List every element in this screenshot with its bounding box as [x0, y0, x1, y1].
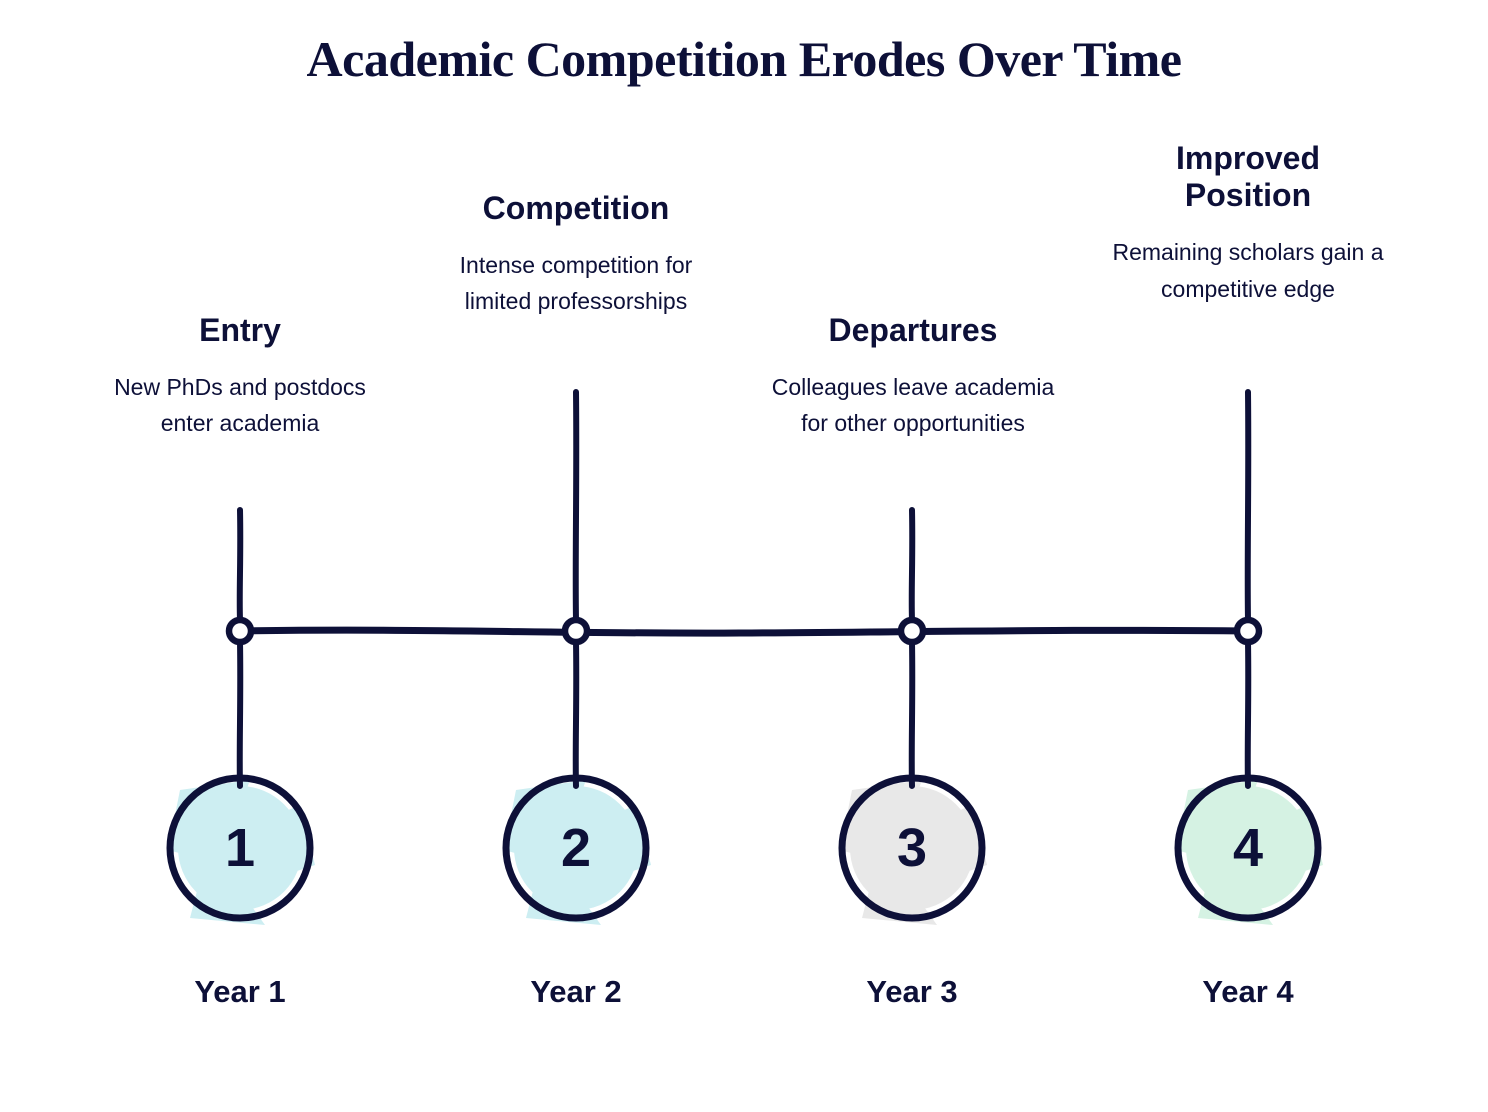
stem-down-4: [1244, 639, 1252, 789]
milestone-heading-4: Improved Position: [1175, 140, 1321, 214]
axis-node-3[interactable]: [897, 616, 927, 646]
stem-up-2: [572, 389, 580, 623]
milestone-label-2: Competition Intense competition for limi…: [431, 190, 721, 320]
year-caption-2: Year 2: [530, 974, 622, 1009]
year-caption-1: Year 1: [194, 974, 286, 1009]
milestone-description-3: Colleagues leave academia for other oppo…: [771, 374, 1055, 437]
stem-up-1: [236, 507, 244, 623]
step-number-4: 4: [1232, 818, 1264, 878]
milestone-heading-1: Entry: [199, 312, 281, 348]
axis-node-4[interactable]: [1233, 616, 1263, 646]
step-number-2: 2: [560, 818, 592, 878]
stem-up-3: [908, 507, 916, 623]
step-number-1: 1: [224, 818, 256, 878]
stem-up-4: [1244, 389, 1252, 623]
year-caption-4: Year 4: [1202, 974, 1294, 1009]
milestone-description-2: Intense competition for limited professo…: [459, 252, 693, 315]
milestone-label-4: Improved Position Remaining scholars gai…: [1103, 140, 1393, 307]
axis-node-2[interactable]: [561, 616, 591, 646]
year-caption-3: Year 3: [866, 974, 958, 1009]
timeline-axis: [236, 626, 1252, 637]
stem-down-3: [908, 639, 916, 789]
page-title: Academic Competition Erodes Over Time: [306, 31, 1182, 87]
milestone-description-1: New PhDs and postdocs enter academia: [114, 374, 366, 437]
stem-down-1: [236, 639, 244, 789]
highlight-marks: [168, 780, 1323, 925]
milestone-label-3: Departures Colleagues leave academia for…: [768, 312, 1058, 442]
axis-node-1[interactable]: [225, 616, 255, 646]
stem-down-2: [572, 639, 580, 789]
step-number-3: 3: [896, 818, 928, 878]
milestone-heading-3: Departures: [828, 312, 998, 348]
milestone-heading-2: Competition: [482, 190, 670, 226]
milestone-description-4: Remaining scholars gain a competitive ed…: [1112, 239, 1384, 302]
milestone-label-1: Entry New PhDs and postdocs enter academ…: [105, 312, 375, 442]
